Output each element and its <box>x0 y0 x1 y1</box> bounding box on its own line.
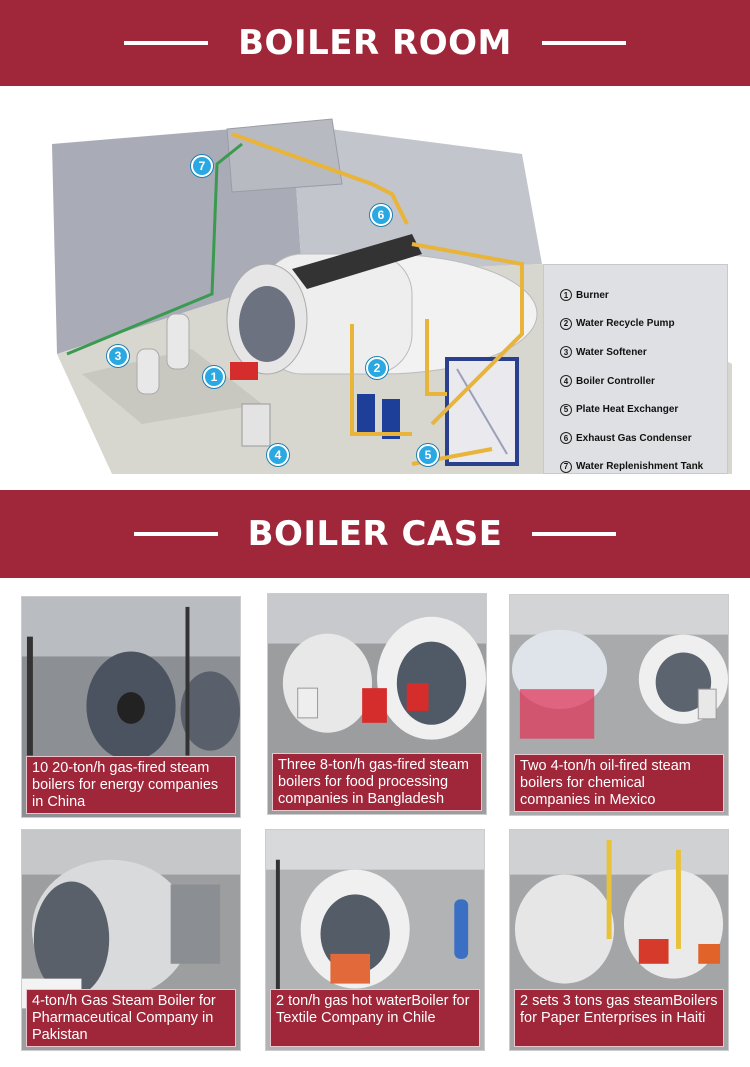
legend-item-burner: 1 Burner <box>560 281 727 310</box>
banner-line-left <box>133 532 218 536</box>
marker-7: 7 <box>191 155 213 177</box>
case-caption: Three 8-ton/h gas-fired steam boilers fo… <box>272 753 482 811</box>
legend-item-plate-heat-exchanger: 5 Plate Heat Exchanger <box>560 395 727 424</box>
legend-number: 5 <box>560 403 572 416</box>
banner-line-right <box>541 41 626 45</box>
case-photo-chile[interactable]: 2 ton/h gas hot waterBoiler for Textile … <box>265 829 485 1051</box>
marker-number: 2 <box>373 361 381 375</box>
boiler-case-banner: BOILER CASE <box>0 490 750 578</box>
marker-2: 2 <box>366 357 388 379</box>
component-legend: 1 Burner 2 Water Recycle Pump 3 Water Softe… <box>543 264 728 474</box>
marker-1: 1 <box>203 366 225 388</box>
case-caption: 2 ton/h gas hot waterBoiler for Textile … <box>270 989 480 1047</box>
boiler-case-title: BOILER CASE <box>247 514 503 554</box>
legend-label: Exhaust Gas Condenser <box>576 432 692 444</box>
case-caption: 2 sets 3 tons gas steamBoilers for Paper… <box>514 989 724 1047</box>
marker-4: 4 <box>267 444 289 466</box>
case-photo-bangladesh[interactable]: Three 8-ton/h gas-fired steam boilers fo… <box>267 593 487 815</box>
banner-line-left <box>124 41 209 45</box>
marker-number: 5 <box>424 448 432 462</box>
marker-5: 5 <box>417 444 439 466</box>
legend-number: 1 <box>560 289 572 302</box>
marker-number: 1 <box>210 370 218 384</box>
case-caption: 4-ton/h Gas Steam Boiler for Pharmaceuti… <box>26 989 236 1047</box>
case-caption: Two 4-ton/h oil-fired steam boilers for … <box>514 754 724 812</box>
legend-number: 4 <box>560 375 572 388</box>
legend-label: Boiler Controller <box>576 375 655 387</box>
marker-number: 4 <box>274 448 282 462</box>
legend-label: Plate Heat Exchanger <box>576 404 679 416</box>
legend-item-boiler-controller: 4 Boiler Controller <box>560 367 727 396</box>
legend-label: Water Softener <box>576 346 647 358</box>
legend-label: Water Recycle Pump <box>576 318 675 330</box>
marker-number: 7 <box>198 159 206 173</box>
legend-number: 6 <box>560 432 572 445</box>
legend-item-water-softener: 3 Water Softener <box>560 338 727 367</box>
case-caption: 10 20-ton/h gas-fired steam boilers for … <box>26 756 236 814</box>
legend-label: Water Replenishment Tank <box>576 461 704 473</box>
marker-number: 3 <box>114 349 122 363</box>
legend-number: 7 <box>560 460 572 473</box>
case-photo-china[interactable]: 10 20-ton/h gas-fired steam boilers for … <box>21 596 241 818</box>
boiler-room-title: BOILER ROOM <box>238 23 512 63</box>
legend-item-water-recycle-pump: 2 Water Recycle Pump <box>560 310 727 339</box>
case-photo-haiti[interactable]: 2 sets 3 tons gas steamBoilers for Paper… <box>509 829 729 1051</box>
case-photo-mexico[interactable]: Two 4-ton/h oil-fired steam boilers for … <box>509 594 729 816</box>
marker-6: 6 <box>370 204 392 226</box>
case-photo-pakistan[interactable]: 4-ton/h Gas Steam Boiler for Pharmaceuti… <box>21 829 241 1051</box>
legend-item-exhaust-gas-condenser: 6 Exhaust Gas Condenser <box>560 424 727 453</box>
marker-3: 3 <box>107 345 129 367</box>
legend-item-water-replenishment-tank: 7 Water Replenishment Tank <box>560 453 727 482</box>
legend-number: 3 <box>560 346 572 359</box>
banner-line-right <box>532 532 617 536</box>
boiler-room-banner: BOILER ROOM <box>0 0 750 86</box>
marker-number: 6 <box>377 208 385 222</box>
legend-number: 2 <box>560 317 572 330</box>
legend-label: Burner <box>576 289 609 301</box>
